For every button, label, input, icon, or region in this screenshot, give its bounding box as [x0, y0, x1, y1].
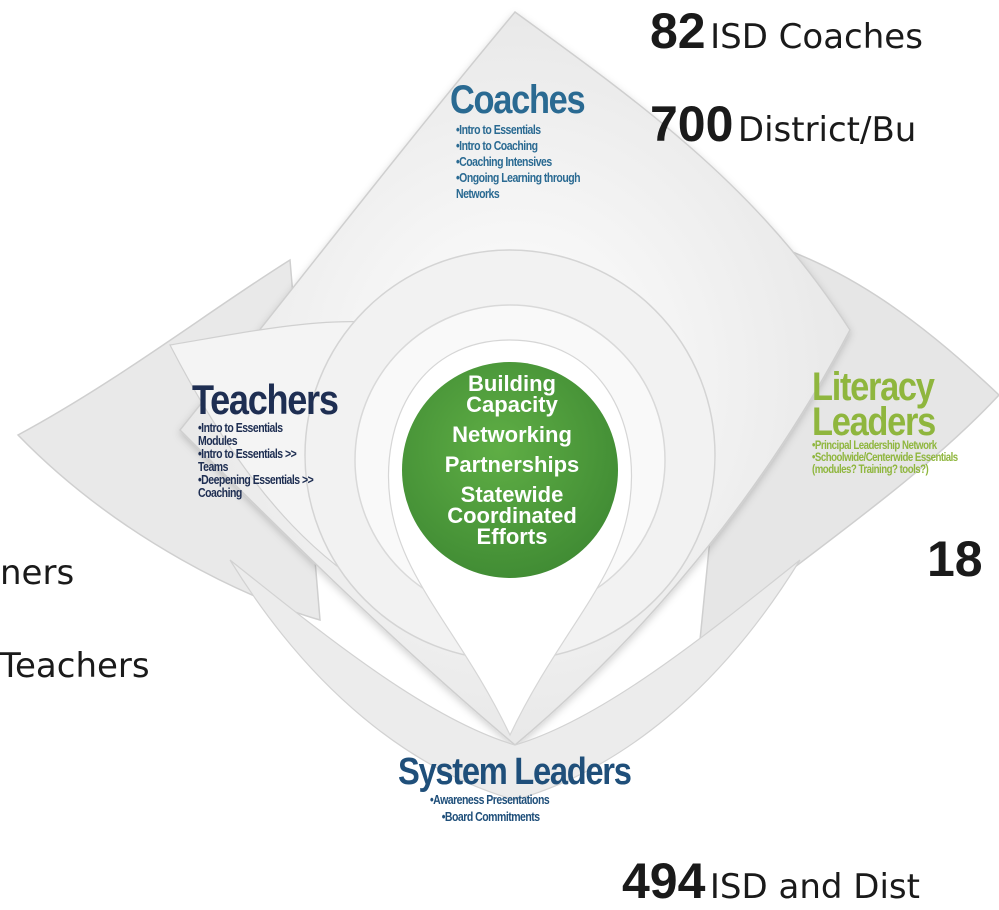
center-text: Building Capacity Networking Partnership… — [405, 371, 619, 549]
center-line-networking: Networking — [452, 422, 572, 447]
center-line-capacity: Capacity — [466, 392, 558, 417]
system-leaders-item: Board Commitments — [442, 809, 631, 826]
stat-district-building: 700 District/Bu — [650, 95, 916, 153]
coaches-list: Intro to Essentials Intro to Coaching Co… — [456, 122, 582, 202]
system-leaders-title: System Leaders — [398, 751, 632, 793]
literacy-leaders-item: Principal Leadership Network — [812, 440, 993, 452]
teachers-list: Intro to Essentials Modules Intro to Ess… — [198, 422, 324, 500]
center-line-statewide: Statewide — [460, 482, 564, 507]
coaches-section: Coaches Intro to Essentials Intro to Coa… — [450, 80, 606, 202]
system-leaders-item: Awareness Presentations — [430, 792, 630, 809]
literacy-leaders-section: Literacy Leaders Principal Leadership Ne… — [812, 365, 999, 476]
teachers-item: Intro to Essentials Modules — [198, 422, 324, 448]
center-line-efforts: Efforts — [476, 524, 548, 549]
stat-bottom-number: 494 — [622, 853, 706, 909]
stat-isd-coaches-number: 82 — [650, 3, 706, 59]
literacy-leaders-item: Schoolwide/Centerwide Essentials (module… — [812, 452, 963, 476]
system-leaders-section: System Leaders Awareness Presentations B… — [398, 752, 669, 826]
literacy-leaders-title-line2: Leaders — [812, 400, 936, 444]
coaches-item: Intro to Essentials — [456, 122, 582, 138]
stat-district-building-number: 700 — [650, 96, 734, 152]
teachers-title: Teachers — [192, 376, 339, 423]
stat-left-1: ners — [0, 553, 75, 593]
coaches-item: Intro to Coaching — [456, 138, 582, 154]
teachers-item: Intro to Essentials >> Teams — [198, 448, 324, 474]
teachers-item: Deepening Essentials >> Coaching — [198, 474, 324, 500]
stat-isd-coaches: 82 ISD Coaches — [650, 2, 923, 60]
literacy-leaders-title-line1: Literacy — [812, 365, 935, 409]
center-line-building: Building — [468, 371, 556, 396]
stat-isd-coaches-label: ISD Coaches — [710, 17, 923, 57]
center-line-coordinated: Coordinated — [447, 503, 577, 528]
stat-left-2: Teachers — [0, 646, 150, 686]
center-circle — [402, 362, 618, 578]
coaches-item: Coaching Intensives — [456, 154, 582, 170]
literacy-leaders-list: Principal Leadership Network Schoolwide/… — [812, 440, 993, 476]
stat-bottom-label: ISD and Dist — [709, 867, 920, 907]
coaches-item: Ongoing Learning through Networks — [456, 170, 582, 202]
bottom-petal — [229, 559, 801, 801]
stat-right-partial-number: 18 — [927, 531, 983, 587]
coaches-title: Coaches — [450, 78, 586, 122]
stat-bottom: 494 ISD and Dist — [622, 852, 920, 910]
system-leaders-list: Awareness Presentations Board Commitment… — [430, 792, 630, 826]
teachers-section: Teachers Intro to Essentials Modules Int… — [192, 378, 361, 500]
center-line-partnerships: Partnerships — [444, 452, 580, 477]
stat-district-building-label: District/Bu — [737, 110, 917, 150]
stat-right-partial: 18 — [927, 530, 983, 588]
